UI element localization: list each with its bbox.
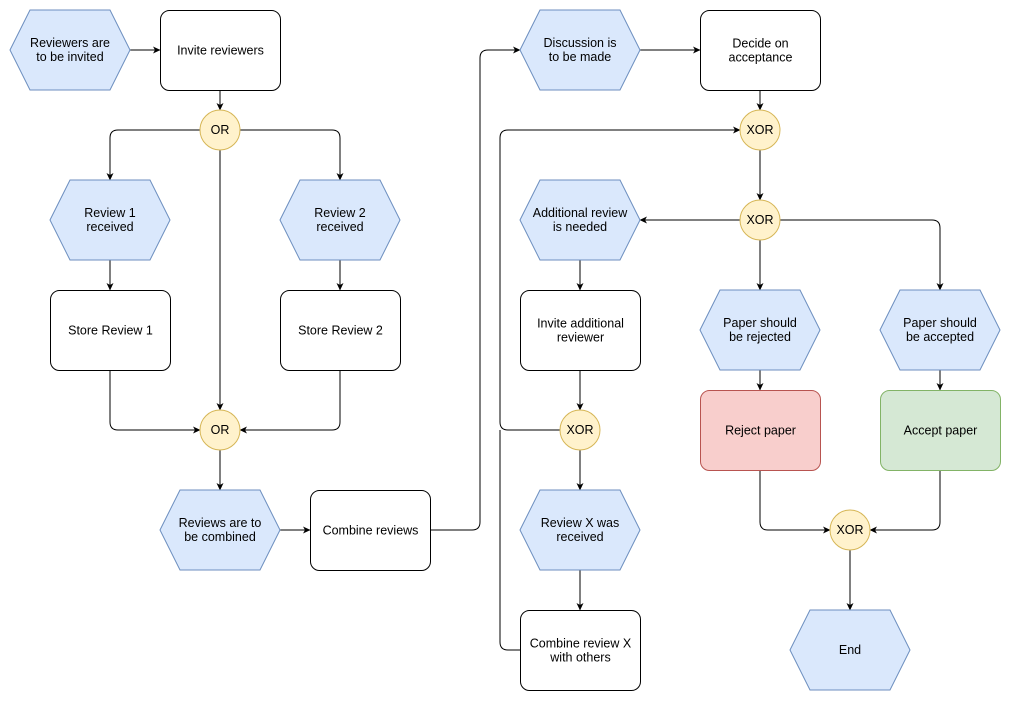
node-label-line: Review X was	[541, 516, 620, 530]
function-box	[520, 290, 641, 371]
node-label-line: Combine review X	[530, 637, 632, 651]
function-box	[50, 290, 171, 371]
node-label-line: Paper should	[903, 316, 977, 330]
node-label-line: OR	[211, 123, 230, 137]
edge-or-to-review2	[240, 129, 344, 181]
edge-reject-to-end-xor	[759, 470, 831, 534]
node-label-line: Invite reviewers	[177, 44, 264, 58]
node-label-line: received	[316, 220, 363, 234]
function-store-review2[interactable]: Store Review 2	[280, 290, 401, 371]
gateway-or-join[interactable]: OR	[199, 409, 241, 451]
node-label-line: is needed	[553, 220, 607, 234]
node-label-line: XOR	[746, 123, 773, 137]
node-label-line: OR	[211, 423, 230, 437]
node-label-line: Store Review 1	[68, 324, 153, 338]
gateway-or-split[interactable]: OR	[199, 109, 241, 151]
edge-loop-back	[499, 126, 741, 431]
gateway-xor-merge[interactable]: XOR	[739, 109, 781, 151]
event-hexagon	[159, 489, 281, 571]
event-hexagon	[9, 9, 131, 91]
edge-accept-to-end-xor	[869, 470, 941, 534]
node-label-line: Invite additional	[537, 317, 624, 331]
event-hexagon	[279, 179, 401, 261]
event-hexagon	[699, 289, 821, 371]
function-box	[880, 390, 1001, 471]
function-combine-reviews[interactable]: Combine reviews	[310, 490, 431, 571]
node-label-line: Reviewers are	[30, 36, 110, 50]
gateway-circle	[739, 199, 781, 241]
edge-or-to-review1	[106, 129, 200, 181]
node-label-line: be rejected	[729, 330, 791, 344]
node-label-line: Combine reviews	[323, 524, 419, 538]
gateway-xor-decision[interactable]: XOR	[739, 199, 781, 241]
edge-combine-to-discussion	[430, 46, 521, 531]
node-label-line: be accepted	[906, 330, 974, 344]
node-label-line: Review 2	[314, 206, 365, 220]
node-label-line: XOR	[836, 523, 863, 537]
gateway-xor-loop[interactable]: XOR	[559, 409, 601, 451]
node-label-line: Review 1	[84, 206, 135, 220]
node-label-line: received	[556, 530, 603, 544]
edge-decision-to-accept-event	[780, 219, 944, 291]
function-box	[520, 610, 641, 691]
node-label-line: Reviews are to	[179, 516, 262, 530]
node-label-line: XOR	[566, 423, 593, 437]
gateway-circle	[829, 509, 871, 551]
function-box	[160, 10, 281, 91]
function-reject-paper[interactable]: Reject paper	[700, 390, 821, 471]
function-box	[700, 10, 821, 91]
node-label-line: Additional review	[533, 206, 628, 220]
gateway-circle	[559, 409, 601, 451]
function-accept-paper[interactable]: Accept paper	[880, 390, 1001, 471]
node-label-line: Accept paper	[904, 424, 978, 438]
function-invite-reviewers[interactable]: Invite reviewers	[160, 10, 281, 91]
function-box	[700, 390, 821, 471]
function-box	[310, 490, 431, 571]
gateway-circle	[199, 109, 241, 151]
edge-store1-to-join	[109, 370, 201, 434]
function-box	[280, 290, 401, 371]
node-label-line: Reject paper	[725, 424, 796, 438]
function-store-review1[interactable]: Store Review 1	[50, 290, 171, 371]
event-hexagon	[519, 9, 641, 91]
node-label-line: be combined	[184, 530, 256, 544]
node-label-line: received	[86, 220, 133, 234]
edge-combine-x-back	[499, 430, 520, 651]
event-hexagon	[519, 179, 641, 261]
event-end[interactable]: End	[789, 609, 911, 691]
gateway-circle	[739, 109, 781, 151]
node-label-line: acceptance	[729, 51, 793, 65]
event-hexagon	[879, 289, 1001, 371]
node-label-line: to be made	[549, 50, 612, 64]
edge-store2-to-join	[239, 370, 341, 434]
node-label-line: to be invited	[36, 50, 103, 64]
gateway-xor-end[interactable]: XOR	[829, 509, 871, 551]
node-label-line: reviewer	[557, 331, 604, 345]
event-hexagon	[519, 489, 641, 571]
gateway-circle	[199, 409, 241, 451]
node-label-line: Paper should	[723, 316, 797, 330]
event-hexagon	[789, 609, 911, 691]
node-label-line: XOR	[746, 213, 773, 227]
node-label-line: with others	[549, 651, 610, 665]
event-hexagon	[49, 179, 171, 261]
node-label-line: Store Review 2	[298, 324, 383, 338]
node-label-line: Discussion is	[544, 36, 617, 50]
node-label-line: End	[839, 643, 861, 657]
node-label-line: Decide on	[732, 37, 788, 51]
